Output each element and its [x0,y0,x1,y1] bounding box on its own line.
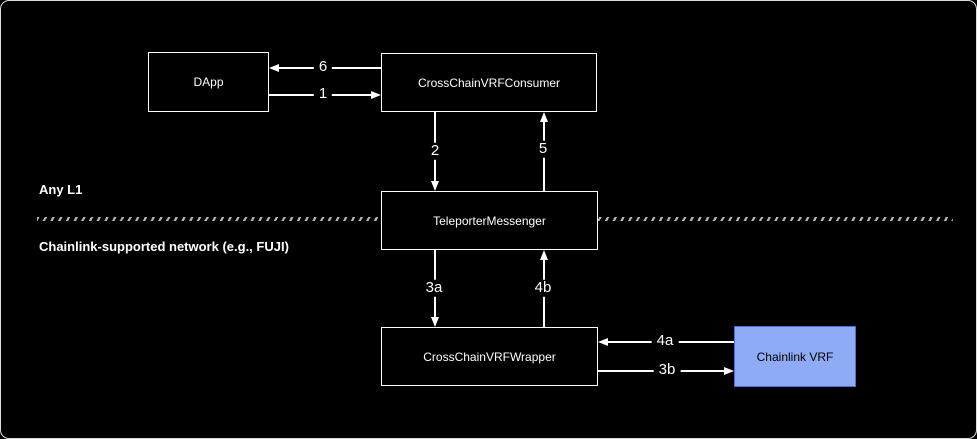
edge-4b-label: 4b [529,279,557,297]
edge-4a-arrowhead [598,337,608,346]
node-crosschainvrfconsumer: CrossChainVRFConsumer [381,53,597,112]
edge-1-label: 1 [313,85,333,103]
node-teleportermessenger: TeleporterMessenger [381,191,598,250]
edge-2-arrowhead [430,181,439,191]
edge-6-label: 6 [313,58,333,76]
edge-3a-arrowhead [430,317,439,327]
node-crosschainvrfwrapper-label: CrossChainVRFWrapper [423,349,556,364]
node-crosschainvrfwrapper: CrossChainVRFWrapper [381,327,598,386]
region-label-any-l1: Any L1 [39,182,83,197]
node-chainlink-vrf-label: Chainlink VRF [756,349,834,364]
node-dapp: DApp [148,52,269,112]
node-teleportermessenger-label: TeleporterMessenger [433,213,546,228]
edge-4b-arrowhead [539,250,548,260]
edge-5-arrowhead [539,112,548,122]
edge-3a-label: 3a [420,279,448,297]
edge-1-arrowhead [371,90,381,99]
edge-5-label: 5 [533,140,553,158]
node-crosschainvrfconsumer-label: CrossChainVRFConsumer [417,75,561,90]
edge-3b-label: 3b [653,361,681,379]
region-label-chainlink-network: Chainlink-supported network (e.g., FUJI) [39,239,289,254]
edge-3b-arrowhead [724,366,734,375]
node-dapp-label: DApp [193,75,224,89]
edge-6-arrowhead [269,63,279,72]
node-chainlink-vrf: Chainlink VRF [734,326,856,387]
edge-4a-label: 4a [651,332,679,350]
edge-2-label: 2 [425,142,445,160]
